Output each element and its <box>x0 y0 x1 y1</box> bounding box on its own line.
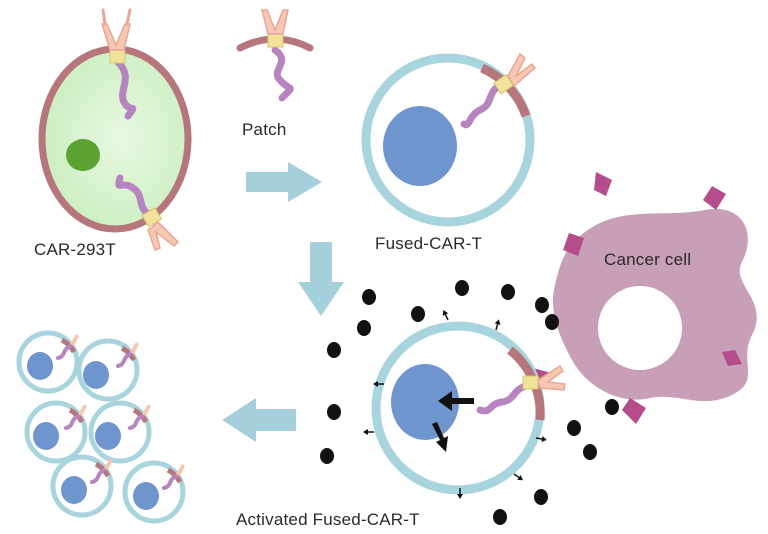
fused-car-t-cell <box>361 52 537 227</box>
cancer-cell-nucleus <box>598 286 682 370</box>
car-293t-membrane <box>38 45 192 233</box>
label-cancer-cell: Cancer cell <box>604 250 692 269</box>
expanded-cell <box>88 400 152 464</box>
expanded-car-t-cells <box>16 330 186 524</box>
activated-fused-car-t-cell <box>371 321 566 495</box>
membrane-patch <box>236 9 314 102</box>
car-receptor-top <box>100 8 137 120</box>
cytokine-dots <box>320 280 619 525</box>
arrow-expansion-left <box>222 398 296 442</box>
label-activated-fused-car-t: Activated Fused-CAR-T <box>236 510 420 529</box>
car-receptor-bottom <box>115 174 180 251</box>
arrow-fusion-right <box>246 162 322 202</box>
car-293t-nucleus <box>66 139 100 171</box>
expanded-cell <box>50 454 114 518</box>
secretion-arrows <box>363 310 547 499</box>
activated-car-t-nucleus <box>391 364 459 440</box>
expanded-cell <box>122 460 186 524</box>
expanded-cell <box>24 400 88 464</box>
label-patch: Patch <box>242 120 287 139</box>
car-293t-cell <box>38 8 192 251</box>
expanded-cell <box>16 330 80 394</box>
label-car-293t: CAR-293T <box>34 240 116 259</box>
arrow-activation-down <box>298 242 344 316</box>
fused-car-t-nucleus <box>383 106 457 186</box>
label-fused-car-t: Fused-CAR-T <box>375 234 483 253</box>
cancer-cell <box>531 172 757 424</box>
expanded-cell <box>76 338 140 402</box>
